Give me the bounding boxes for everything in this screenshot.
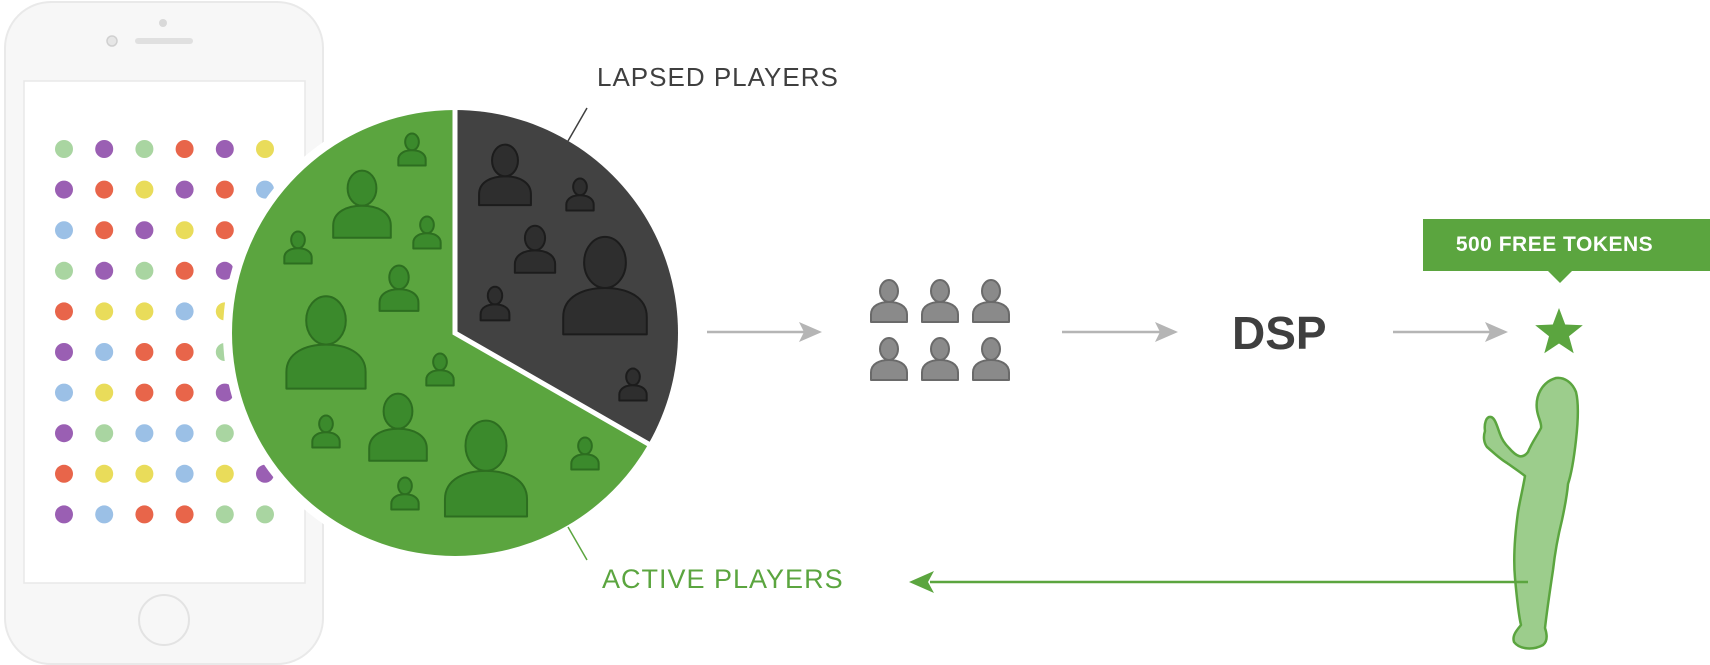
game-dot bbox=[215, 180, 234, 199]
game-dot bbox=[256, 505, 274, 524]
game-dot bbox=[175, 302, 194, 321]
game-dot bbox=[55, 180, 73, 199]
audience-person-icon bbox=[870, 279, 908, 323]
active-person-icon bbox=[390, 476, 420, 511]
audience-segment-group bbox=[870, 279, 1010, 381]
game-dot bbox=[135, 383, 154, 402]
game-dot bbox=[175, 180, 194, 199]
active-person-icon bbox=[285, 295, 367, 390]
audience-person-icon bbox=[921, 337, 959, 381]
game-dot bbox=[55, 140, 73, 158]
game-dot bbox=[215, 383, 234, 402]
game-dot bbox=[215, 221, 234, 240]
game-dot bbox=[135, 505, 154, 524]
game-dot bbox=[135, 424, 154, 443]
game-dot bbox=[95, 383, 114, 402]
game-dot bbox=[215, 140, 234, 158]
player-pie-chart bbox=[231, 106, 678, 556]
game-dot bbox=[175, 424, 194, 443]
lapsed-person-icon bbox=[479, 285, 511, 322]
audience-person-icon bbox=[921, 279, 959, 323]
game-dot bbox=[95, 221, 114, 240]
arrow-to-audience bbox=[707, 322, 822, 342]
return-arrow bbox=[909, 571, 1528, 593]
game-dot bbox=[95, 464, 114, 483]
lapsed-leader-line bbox=[567, 107, 588, 142]
slice-divider bbox=[452, 106, 652, 448]
game-dot bbox=[215, 464, 234, 483]
active-person-icon bbox=[332, 169, 392, 239]
lapsed-person-icon bbox=[618, 367, 648, 402]
game-dot bbox=[55, 261, 73, 280]
active-person-icon bbox=[570, 436, 600, 471]
game-dot bbox=[256, 140, 274, 158]
game-dot bbox=[135, 180, 154, 199]
active-person-icon bbox=[311, 414, 341, 449]
audience-person-icon bbox=[972, 279, 1010, 323]
game-dot bbox=[175, 221, 194, 240]
game-dot bbox=[95, 180, 114, 199]
active-person-icon bbox=[412, 215, 442, 250]
player-silhouette bbox=[1482, 376, 1580, 650]
phone-sensor bbox=[159, 19, 167, 27]
game-dot bbox=[95, 140, 114, 158]
active-person-icon bbox=[378, 264, 420, 312]
home-button bbox=[138, 594, 190, 646]
game-dot bbox=[175, 464, 194, 483]
game-dot bbox=[95, 261, 114, 280]
game-dot bbox=[175, 343, 194, 361]
active-person-icon bbox=[368, 392, 428, 462]
game-dot bbox=[135, 343, 154, 361]
lapsed-person-icon bbox=[565, 177, 595, 212]
audience-person-icon bbox=[972, 337, 1010, 381]
lapsed-person-icon bbox=[562, 235, 648, 336]
free-tokens-badge: 500 FREE TOKENS bbox=[1423, 219, 1710, 271]
dsp-label: DSP bbox=[1232, 307, 1327, 359]
game-dot bbox=[135, 464, 154, 483]
arrow-to-reward bbox=[1393, 322, 1508, 342]
game-dot bbox=[95, 424, 114, 443]
game-dot bbox=[175, 140, 194, 158]
phone-camera bbox=[106, 35, 118, 47]
free-tokens-label: 500 FREE TOKENS bbox=[1455, 233, 1654, 256]
game-dot bbox=[175, 383, 194, 402]
lapsed-person-icon bbox=[478, 143, 532, 207]
game-dot bbox=[55, 221, 73, 240]
game-dot bbox=[135, 221, 154, 240]
game-dot bbox=[95, 505, 114, 524]
game-dot bbox=[215, 424, 234, 443]
badge-pointer bbox=[1547, 270, 1573, 283]
active-leader-line bbox=[567, 526, 588, 561]
active-person-icon bbox=[397, 132, 427, 167]
game-dot bbox=[95, 302, 114, 321]
game-dot bbox=[55, 343, 73, 361]
game-dot bbox=[135, 140, 154, 158]
phone-speaker bbox=[135, 38, 193, 44]
game-dot bbox=[55, 383, 73, 402]
game-dot-grid bbox=[55, 140, 274, 524]
active-person-icon bbox=[443, 419, 529, 518]
active-person-icon bbox=[425, 352, 455, 387]
game-dot bbox=[95, 343, 114, 361]
star-icon bbox=[1535, 308, 1583, 354]
active-players-label: ACTIVE PLAYERS bbox=[602, 564, 844, 594]
lapsed-players-label: LAPSED PLAYERS bbox=[597, 62, 839, 92]
game-dot bbox=[175, 505, 194, 524]
game-dot bbox=[55, 424, 73, 443]
pie-person-icons bbox=[283, 132, 648, 518]
lapsed-person-icon bbox=[513, 224, 557, 274]
audience-person-icon bbox=[870, 337, 908, 381]
game-dot bbox=[55, 505, 73, 524]
game-dot bbox=[55, 464, 73, 483]
game-dot bbox=[215, 505, 234, 524]
game-dot bbox=[55, 302, 73, 321]
game-dot bbox=[175, 261, 194, 280]
active-person-icon bbox=[283, 230, 313, 265]
game-dot bbox=[215, 261, 234, 280]
game-dot bbox=[135, 261, 154, 280]
arrow-to-dsp bbox=[1062, 322, 1178, 342]
game-dot bbox=[135, 302, 154, 321]
